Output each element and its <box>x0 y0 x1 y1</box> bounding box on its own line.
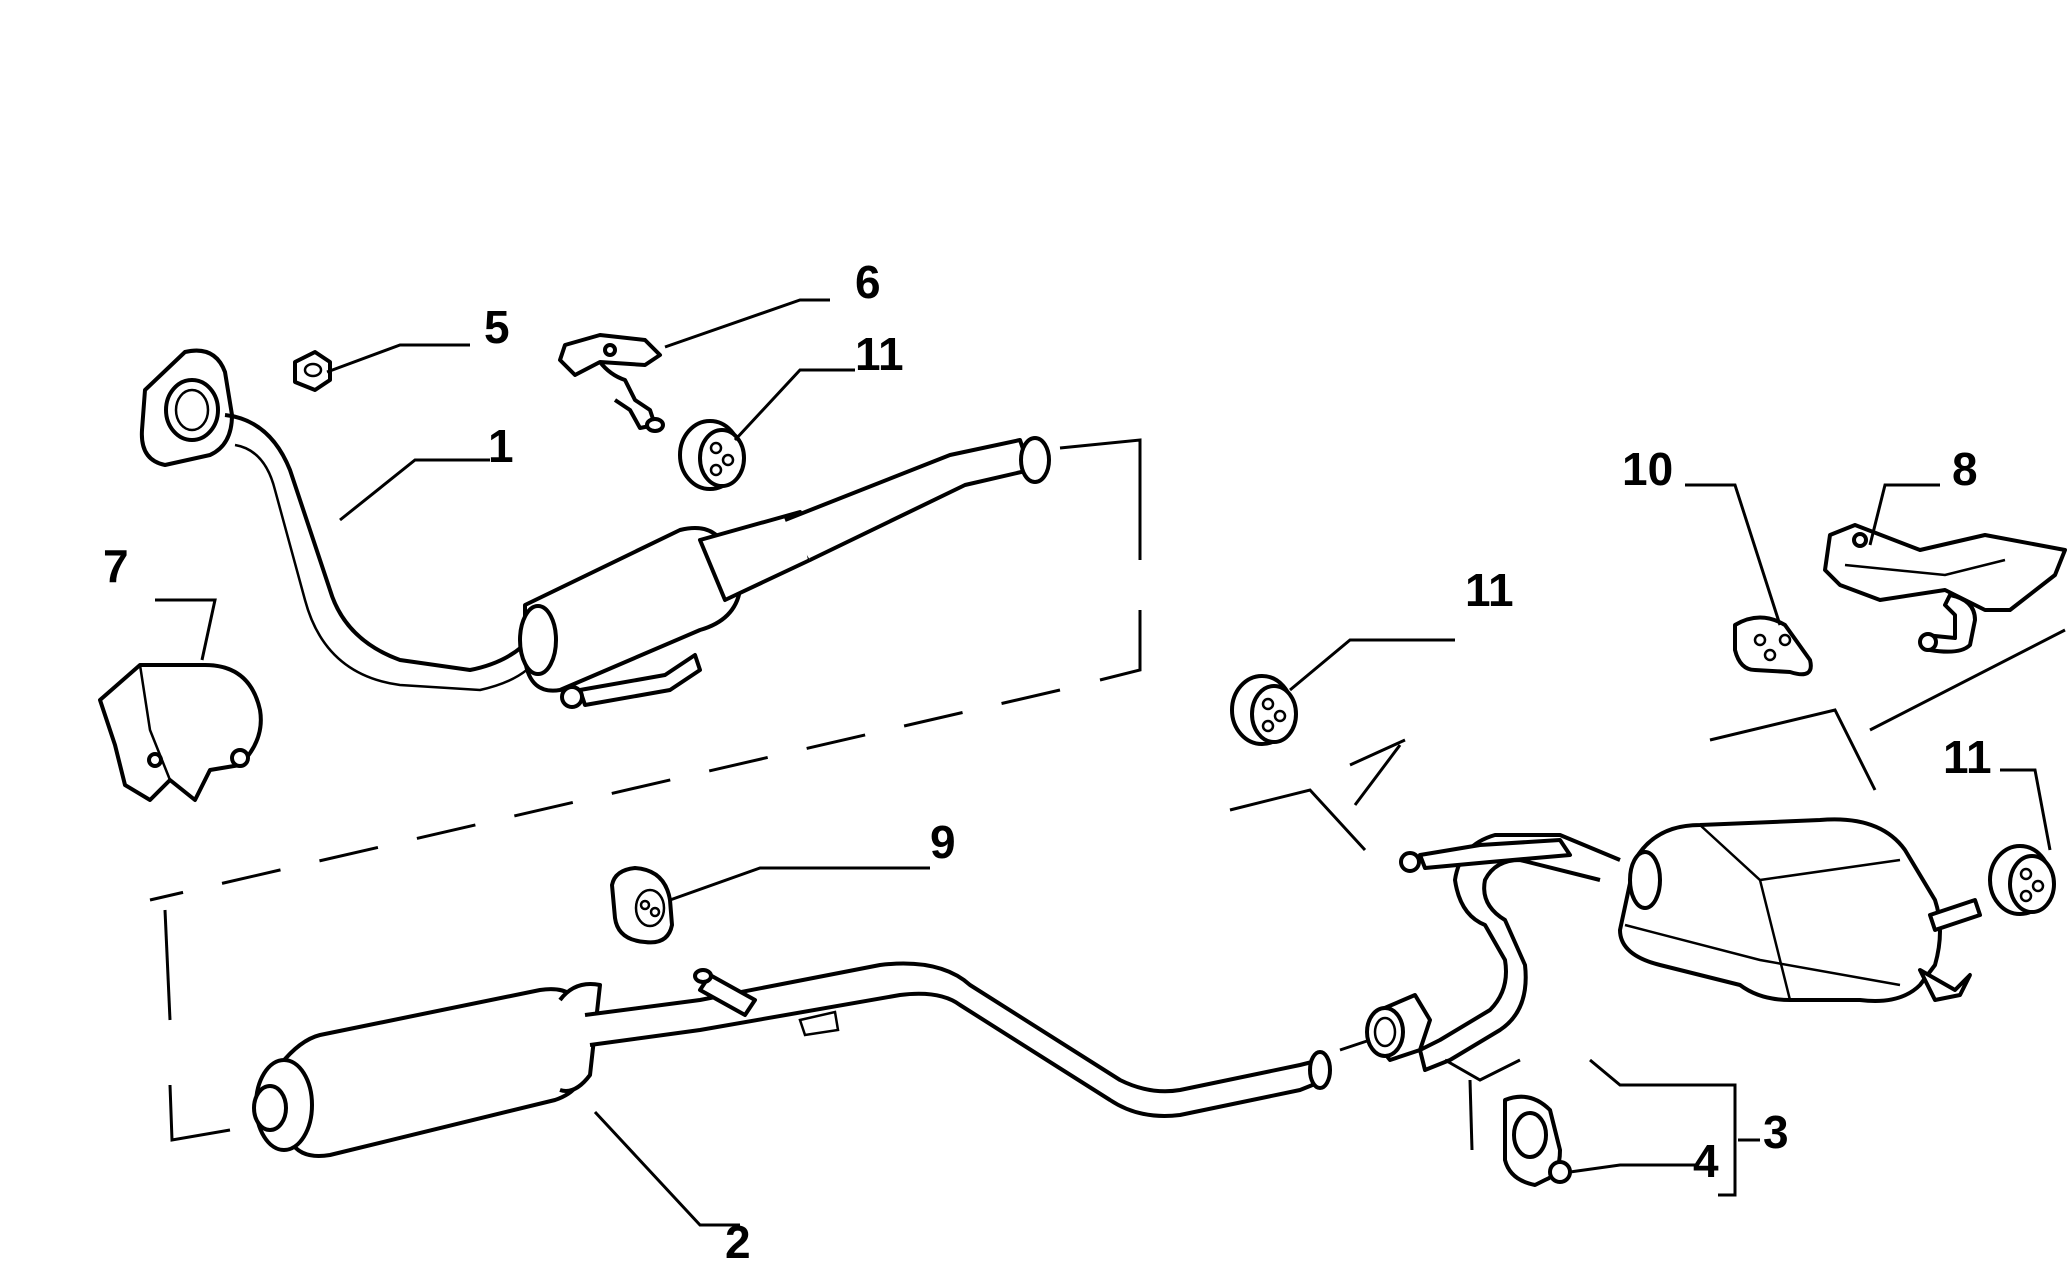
rubber-mount-part-11-right[interactable] <box>1988 844 2056 916</box>
callout-numbers: 1 2 3 4 5 6 7 8 9 10 11 11 11 <box>103 256 1992 1261</box>
leader-lines <box>155 298 2052 1227</box>
callout-1: 1 <box>488 420 514 472</box>
rear-muffler-part-3[interactable] <box>1365 817 1982 1072</box>
callout-8: 8 <box>1952 443 1978 495</box>
callout-5: 5 <box>484 301 510 353</box>
heat-shield-part-7[interactable] <box>98 663 263 802</box>
callout-4: 4 <box>1693 1135 1719 1187</box>
callout-7: 7 <box>103 540 129 592</box>
callout-6: 6 <box>855 256 881 308</box>
front-pipe-catalyst-part-1[interactable] <box>139 348 1051 709</box>
nut-part-5[interactable] <box>293 350 332 392</box>
rear-bracket-part-8[interactable] <box>1823 523 2067 654</box>
rubber-mount-part-9[interactable] <box>610 866 674 945</box>
callout-10: 10 <box>1622 443 1673 495</box>
center-silencer-pipe-part-2[interactable] <box>252 961 1332 1158</box>
clamp-part-4[interactable] <box>1503 1094 1572 1187</box>
rubber-mount-part-11-top[interactable] <box>678 419 746 491</box>
callout-11-middle: 11 <box>1465 564 1514 616</box>
callout-11-right: 11 <box>1943 731 1992 783</box>
callout-3: 3 <box>1763 1106 1789 1158</box>
assembly-lines <box>149 438 2066 1151</box>
rubber-mount-part-11-middle[interactable] <box>1230 674 1298 746</box>
rubber-ring-part-10[interactable] <box>1733 615 1813 677</box>
callout-11-top: 11 <box>855 328 904 380</box>
callout-9: 9 <box>930 816 956 868</box>
callout-2: 2 <box>725 1216 751 1261</box>
front-bracket-part-6[interactable] <box>558 333 665 433</box>
